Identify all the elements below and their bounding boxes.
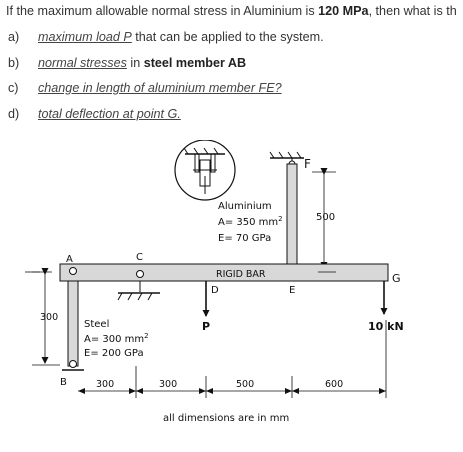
aluminium-area-exp: 2 bbox=[278, 215, 282, 223]
horizontal-dimensions: 300 300 500 600 bbox=[78, 320, 387, 398]
question-lead: If the maximum allowable normal stress i… bbox=[6, 4, 319, 18]
part-d: d) total deflection at point G. bbox=[6, 107, 461, 133]
part-a: a) maximum load P that can be applied to… bbox=[6, 30, 461, 56]
point-f-label: F bbox=[304, 157, 311, 171]
structure-diagram: F 500 Aluminium A= 350 mm2 E= 70 GPa RIG… bbox=[25, 140, 404, 424]
part-a-link[interactable]: maximum load P bbox=[38, 30, 132, 44]
part-c-link[interactable]: change in length of aluminium member FE? bbox=[38, 81, 282, 95]
pin-detail-callout bbox=[174, 140, 236, 201]
steel-member-ab bbox=[67, 280, 79, 367]
question-trail: , then what is th bbox=[368, 4, 457, 18]
steel-area-exp: 2 bbox=[144, 332, 148, 340]
steel-name: Steel bbox=[84, 319, 109, 330]
point-a-label: A bbox=[66, 254, 73, 265]
part-b: b) normal stresses in steel member AB bbox=[6, 56, 461, 82]
steel-properties: Steel A= 300 mm2 E= 200 GPa bbox=[84, 319, 149, 359]
pin-support-c bbox=[117, 270, 160, 301]
part-label: c) bbox=[8, 81, 19, 95]
dimension-ab-length: 300 bbox=[32, 268, 60, 366]
question-parts: a) maximum load P that can be applied to… bbox=[6, 30, 461, 132]
part-b-link[interactable]: normal stresses bbox=[38, 55, 127, 70]
rigid-bar-label: RIGID BAR bbox=[216, 269, 266, 280]
dim-600: 600 bbox=[325, 379, 343, 390]
part-label: b) bbox=[8, 55, 20, 70]
dim-500-vertical: 500 bbox=[316, 212, 335, 223]
part-a-rest: that can be applied to the system. bbox=[131, 30, 324, 44]
dimensions-note: all dimensions are in mm bbox=[163, 413, 289, 424]
stress-value: 120 MPa bbox=[318, 4, 369, 18]
part-b-bold: steel member AB bbox=[143, 55, 247, 70]
dim-300-vertical: 300 bbox=[40, 312, 58, 323]
part-b-rest: in bbox=[126, 55, 144, 70]
steel-modulus: E= 200 GPa bbox=[84, 348, 144, 359]
part-label: a) bbox=[8, 30, 20, 44]
question-stem: If the maximum allowable normal stress i… bbox=[6, 4, 463, 18]
load-p-label: P bbox=[202, 320, 210, 333]
dim-300-first: 300 bbox=[96, 379, 114, 390]
point-g-label: G bbox=[392, 272, 401, 285]
aluminium-member-fe bbox=[286, 163, 298, 268]
aluminium-properties: Aluminium A= 350 mm2 E= 70 GPa bbox=[218, 201, 283, 244]
part-label: d) bbox=[8, 106, 20, 121]
pin-a bbox=[69, 267, 77, 275]
point-c-label: C bbox=[136, 252, 143, 263]
point-b-label: B bbox=[60, 377, 67, 388]
dimension-fe-length: 500 bbox=[312, 168, 336, 269]
aluminium-area: A= 350 mm bbox=[218, 217, 278, 228]
part-c: c) change in length of aluminium member … bbox=[6, 81, 461, 107]
part-d-link[interactable]: total deflection at point G. bbox=[38, 106, 181, 121]
dim-300-second: 300 bbox=[159, 379, 177, 390]
point-e-label: E bbox=[289, 285, 295, 296]
aluminium-modulus: E= 70 GPa bbox=[218, 233, 271, 244]
svg-text:A= 350 mm2: A= 350 mm2 bbox=[218, 215, 283, 228]
aluminium-name: Aluminium bbox=[218, 201, 272, 212]
dim-500: 500 bbox=[236, 379, 254, 390]
point-d-label: D bbox=[211, 285, 219, 296]
svg-text:A= 300 mm2: A= 300 mm2 bbox=[84, 332, 149, 345]
pin-b bbox=[69, 360, 77, 368]
steel-area: A= 300 mm bbox=[84, 334, 144, 345]
